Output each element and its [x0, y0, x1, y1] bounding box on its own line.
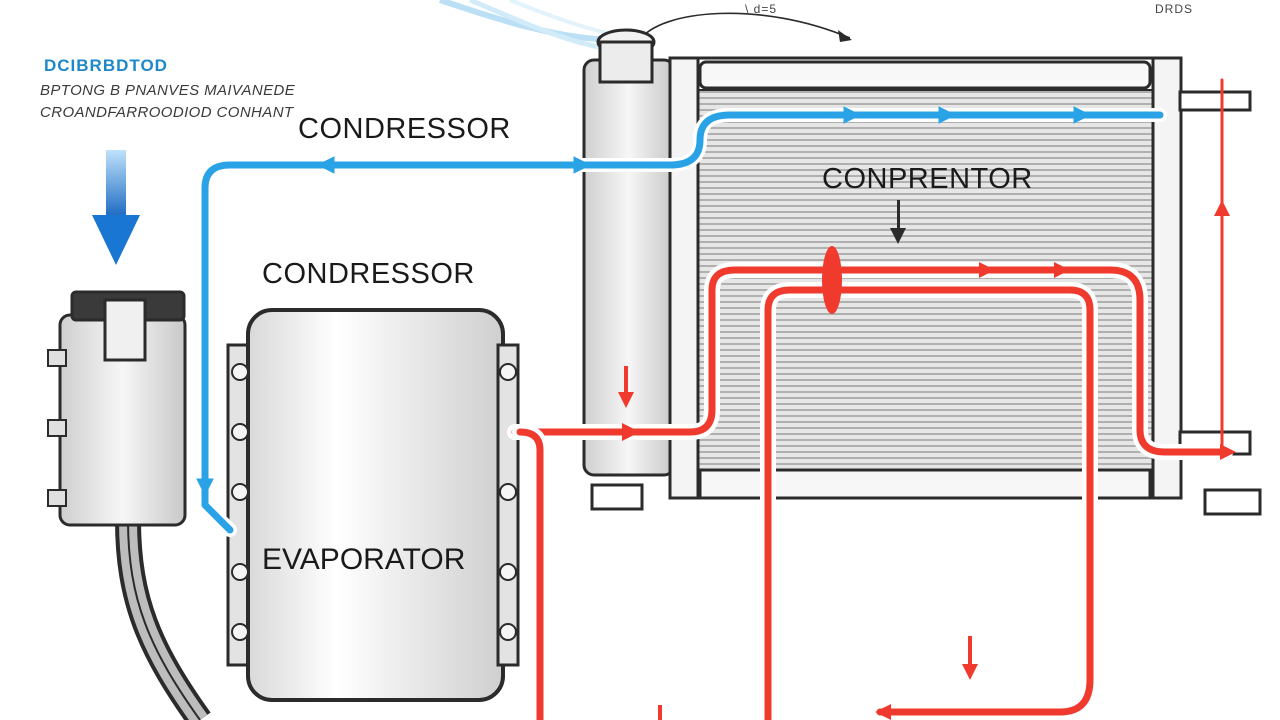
compressor-block	[47, 290, 211, 720]
top-right-annotation: DRDS	[1155, 2, 1194, 16]
compressor-label: CONDRESSOR	[262, 258, 475, 290]
cold-line	[198, 108, 1167, 537]
annotation-arrowhead	[838, 30, 852, 42]
top-annotation: \ d=5	[745, 2, 778, 16]
hot-line-arrows	[618, 200, 1236, 720]
radiator-label: CONPRENTOR	[822, 163, 1033, 195]
legend-title: DCIBRBDTOD	[44, 56, 168, 75]
hot-line	[507, 78, 1233, 720]
flow-indicator-arrow	[890, 200, 906, 244]
legend-line-1: BPTONG B PNANVES MAIVANEDE	[40, 82, 296, 99]
annotation-arrow	[639, 12, 851, 41]
evaporator-cylinder	[226, 308, 520, 702]
airflow-down-arrow	[92, 150, 140, 265]
legend-line-2: CROANDFARROODIOD CONHANT	[40, 104, 294, 121]
cold-line-arrows	[196, 106, 1092, 497]
condenser-top-label: CONDRESSOR	[298, 113, 511, 145]
evaporator-label: EVAPORATOR	[262, 543, 466, 576]
